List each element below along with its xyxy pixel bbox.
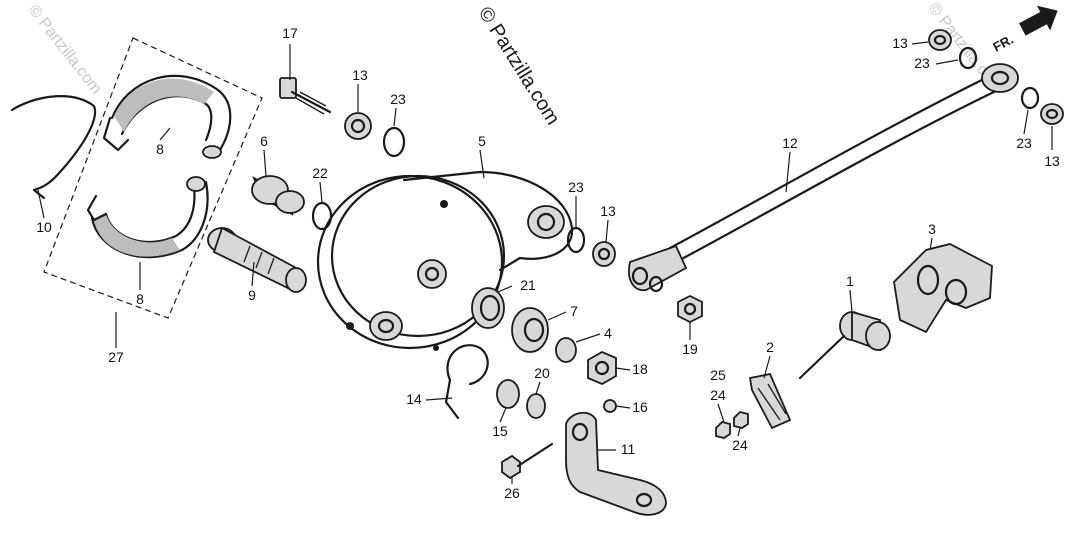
callout-10: 10 bbox=[36, 219, 52, 235]
callout-7: 7 bbox=[570, 303, 578, 319]
callout-3: 3 bbox=[928, 221, 936, 237]
callout-13: 13 bbox=[892, 35, 908, 51]
callout-24: 24 bbox=[732, 437, 748, 453]
nut-18[interactable] bbox=[587, 350, 617, 386]
callout-9: 9 bbox=[248, 287, 256, 303]
callout-8: 8 bbox=[136, 291, 144, 307]
bearing-7[interactable] bbox=[511, 307, 549, 353]
plate-2[interactable] bbox=[748, 372, 792, 430]
callout-8: 8 bbox=[156, 141, 164, 157]
callout-23: 23 bbox=[914, 55, 930, 71]
nut-24-lower[interactable] bbox=[715, 421, 731, 439]
brake-shoe-upper[interactable] bbox=[102, 74, 232, 159]
brake-shoe-kit-outline bbox=[43, 37, 263, 319]
oring-23-left[interactable] bbox=[382, 126, 406, 158]
callout-4: 4 bbox=[604, 325, 612, 341]
callout-23: 23 bbox=[568, 179, 584, 195]
collar-13-left[interactable] bbox=[344, 112, 372, 140]
brake-shoe-spring[interactable] bbox=[10, 95, 97, 200]
watermark-text: © Partzilla.com bbox=[474, 3, 564, 129]
leader-lines bbox=[37, 41, 1053, 484]
oring-23-top[interactable] bbox=[958, 46, 978, 70]
callout-16: 16 bbox=[632, 399, 648, 415]
callout-14: 14 bbox=[406, 391, 422, 407]
seal-21[interactable] bbox=[471, 287, 505, 329]
washer-4[interactable] bbox=[555, 337, 577, 363]
callout-23: 23 bbox=[1016, 135, 1032, 151]
brake-panel-5[interactable] bbox=[316, 170, 574, 351]
washer-15[interactable] bbox=[496, 379, 520, 409]
brake-arm-11[interactable] bbox=[565, 411, 667, 516]
bracket-3[interactable] bbox=[893, 243, 993, 334]
oring-23-right[interactable] bbox=[1020, 86, 1040, 110]
bolt-26[interactable] bbox=[501, 442, 554, 480]
callout-12: 12 bbox=[782, 135, 798, 151]
callout-6: 6 bbox=[260, 133, 268, 149]
oring-22[interactable] bbox=[311, 201, 333, 231]
brake-cam-9[interactable] bbox=[207, 226, 307, 293]
callout-18: 18 bbox=[632, 361, 648, 377]
callout-13: 13 bbox=[1044, 153, 1060, 169]
callout-27: 27 bbox=[108, 349, 124, 365]
callout-20: 20 bbox=[534, 365, 550, 381]
brake-rod-12[interactable] bbox=[628, 63, 1019, 293]
callout-25: 25 bbox=[710, 367, 726, 383]
fr-label: FR. bbox=[990, 32, 1016, 55]
collar-6[interactable] bbox=[251, 175, 305, 216]
pivot-1[interactable] bbox=[798, 310, 891, 380]
callout-26: 26 bbox=[504, 485, 520, 501]
front-direction-arrow: FR. bbox=[990, 5, 1058, 55]
collar-13-right[interactable] bbox=[1040, 103, 1064, 125]
callout-13: 13 bbox=[352, 67, 368, 83]
nut-19[interactable] bbox=[677, 294, 703, 324]
corner-watermark-left: © Partzilla.com bbox=[25, 2, 105, 97]
callout-13: 13 bbox=[600, 203, 616, 219]
nut-24-upper[interactable] bbox=[733, 411, 749, 429]
callout-17: 17 bbox=[282, 25, 298, 41]
clip-16[interactable] bbox=[603, 399, 617, 413]
callout-2: 2 bbox=[766, 339, 774, 355]
callout-21: 21 bbox=[520, 277, 536, 293]
callout-19: 19 bbox=[682, 341, 698, 357]
callout-22: 22 bbox=[312, 165, 328, 181]
callout-11: 11 bbox=[621, 441, 636, 457]
callout-1: 1 bbox=[846, 273, 854, 289]
callout-15: 15 bbox=[492, 423, 508, 439]
collar-13-mid[interactable] bbox=[592, 241, 616, 267]
callout-24: 24 bbox=[710, 387, 726, 403]
bolt-17[interactable] bbox=[279, 77, 332, 115]
collar-13-top[interactable] bbox=[928, 29, 952, 51]
washer-20[interactable] bbox=[526, 393, 546, 419]
callout-labels: 17 13 23 6 22 5 23 13 12 3 1 2 21 7 4 18… bbox=[36, 25, 1060, 501]
callout-5: 5 bbox=[478, 133, 486, 149]
brake-shoe-lower[interactable] bbox=[86, 176, 209, 259]
callout-23: 23 bbox=[390, 91, 406, 107]
return-spring-14[interactable] bbox=[444, 344, 489, 420]
